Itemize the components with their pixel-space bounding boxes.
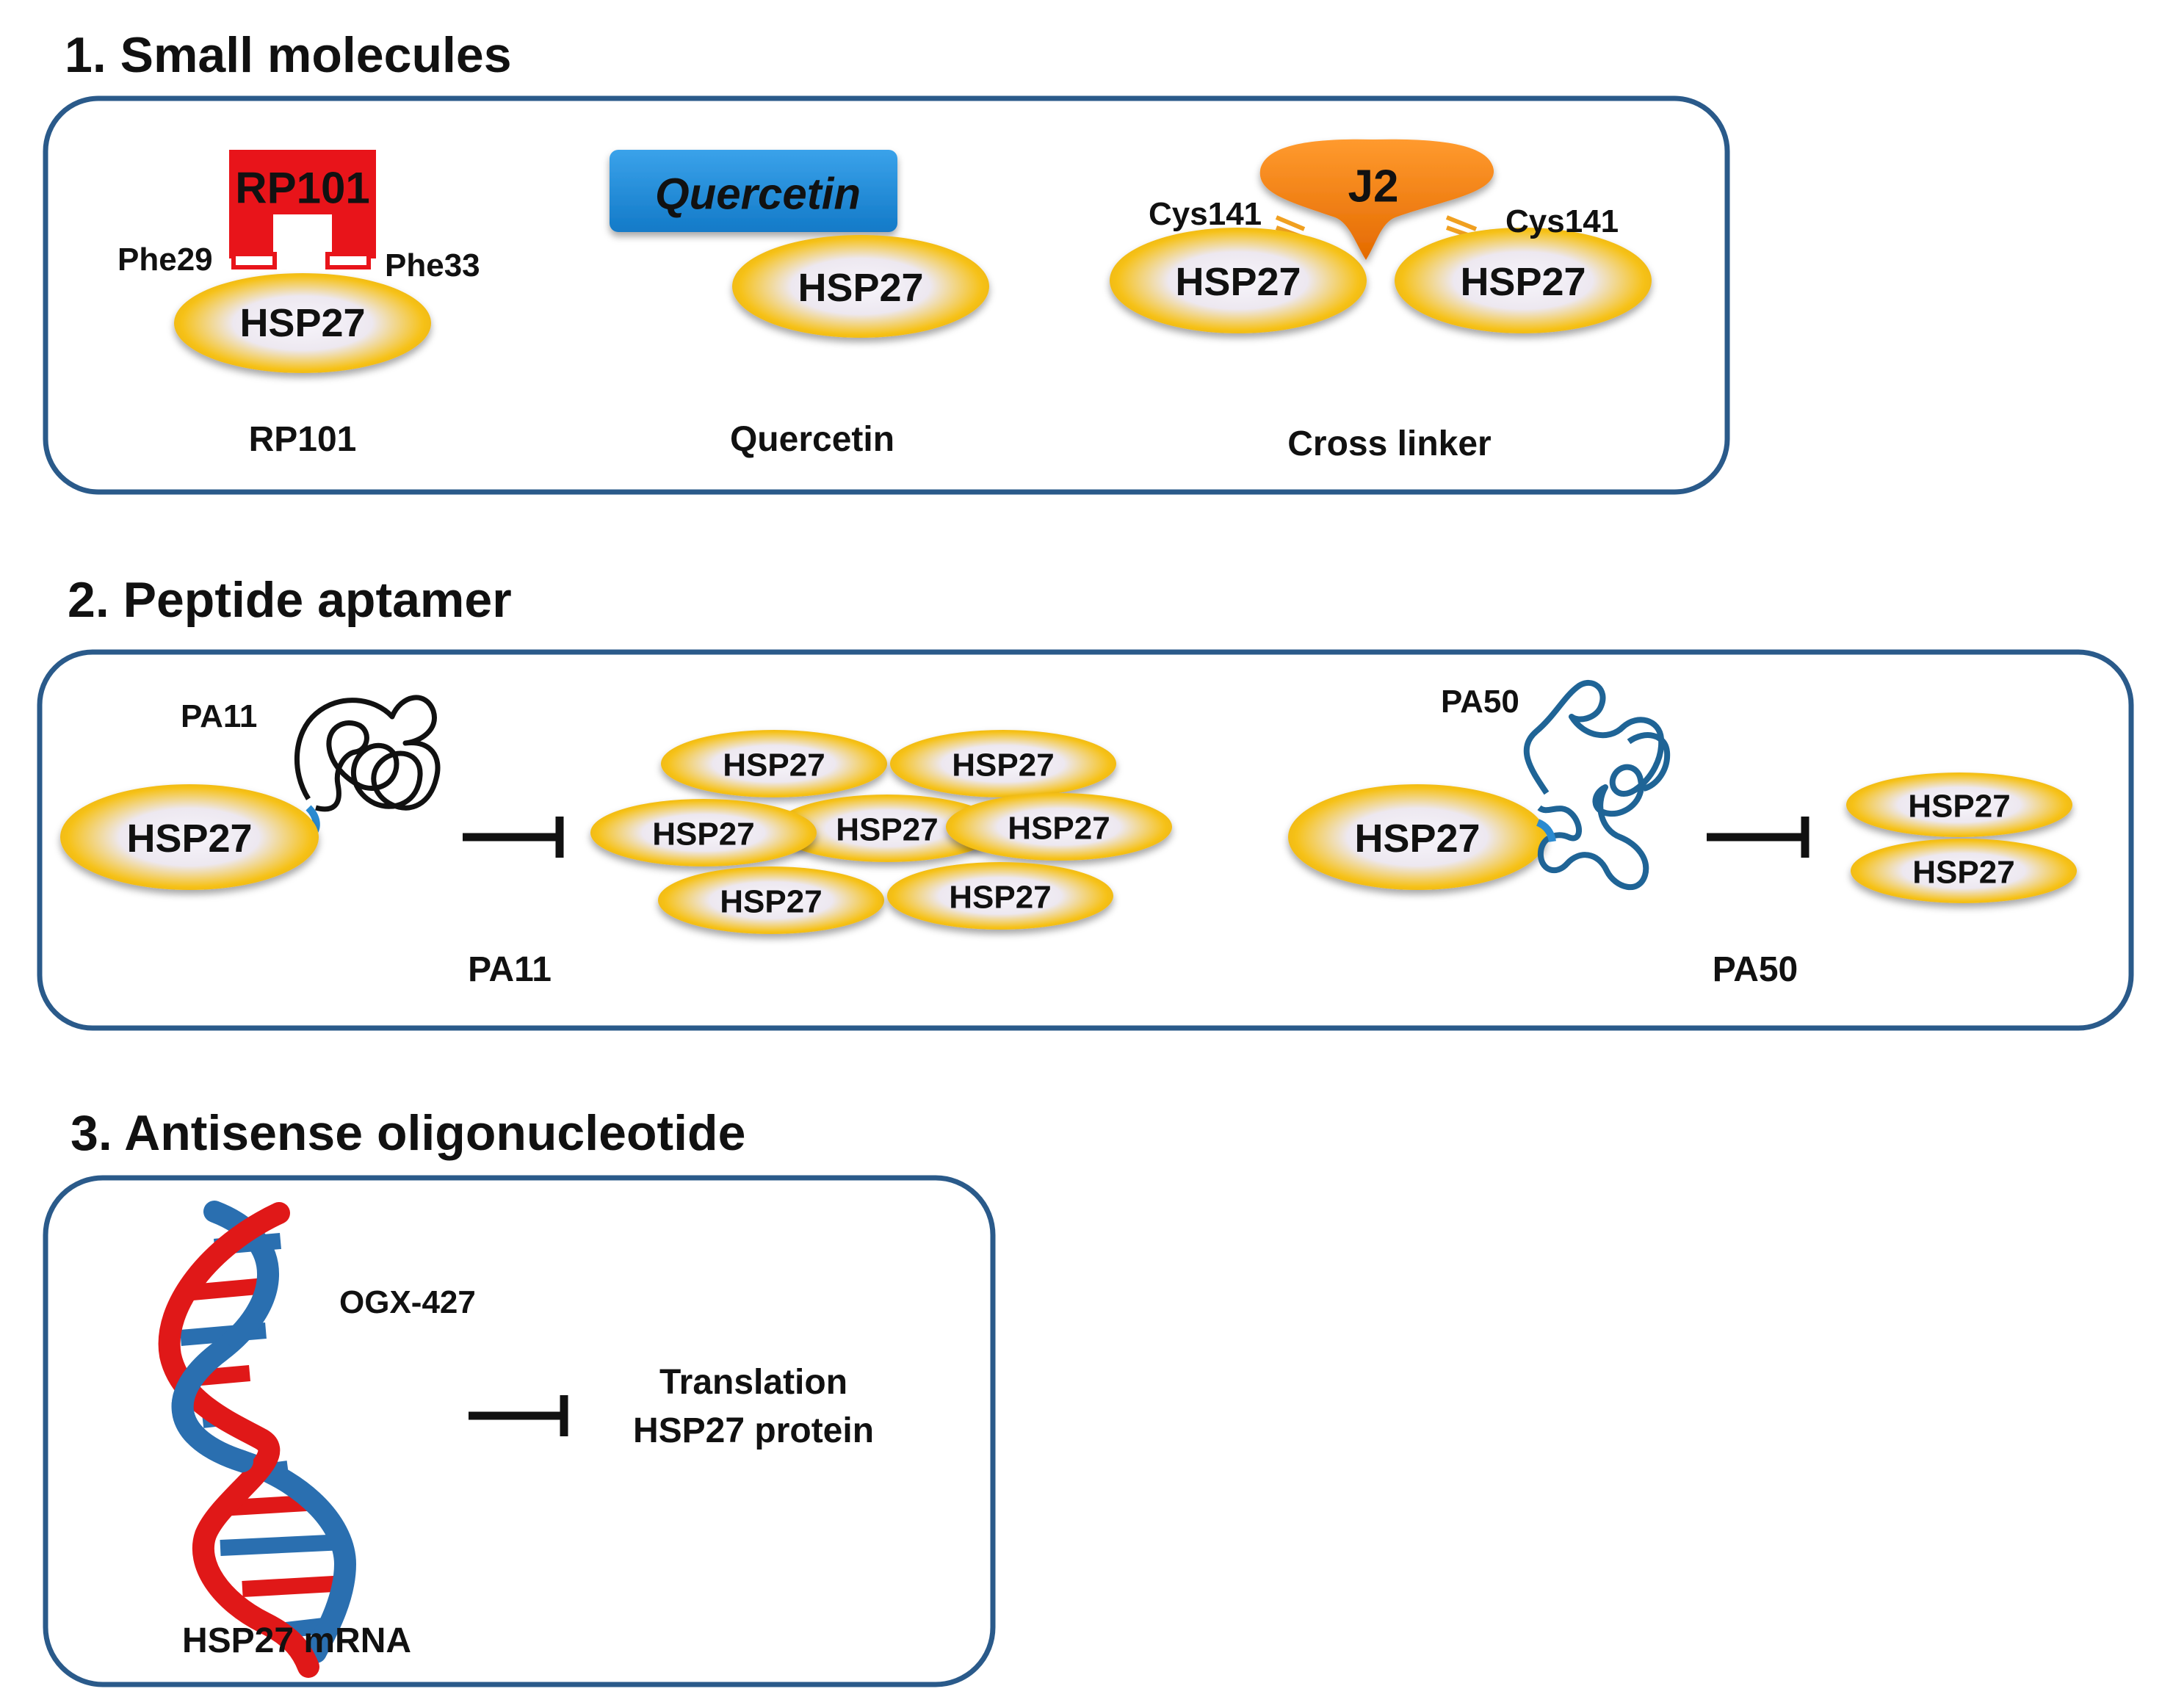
hsp27-ellipse: HSP27 [774,795,1000,862]
section-small-molecules: 1. Small molecules RP101 Phe29 Phe33 HSP… [43,27,1730,495]
hsp27-ellipse: HSP27 [1288,784,1547,890]
rp101-ligand-label: RP101 [235,164,369,213]
item-caption: PA50 [1713,950,1798,989]
pa50-item: PA50 HSP27 PA50 HSP27 [1288,679,2077,989]
site-label: Phe33 [385,247,480,283]
site-label: Cys141 [1505,203,1619,239]
hsp27-ellipse: HSP27 [661,730,887,797]
rp101-item: RP101 Phe29 Phe33 HSP27 RP101 [118,150,480,459]
inhibition-arrow [469,1395,568,1436]
item-caption: Cross linker [1287,424,1491,463]
aptamer-label: PA50 [1441,684,1519,720]
target-line-1: Translation [659,1363,847,1402]
hsp27-ellipse: HSP27 [946,793,1172,861]
hsp27-ellipse: HSP27 [1851,839,2077,903]
hsp27-ellipse: HSP27 [890,730,1116,797]
hsp27-ellipse: HSP27 [658,866,884,934]
svg-text:HSP27: HSP27 [1354,817,1480,861]
hsp27-ellipse: HSP27 [1846,772,2072,837]
section-heading: 3. Antisense oligonucleotide [70,1105,745,1161]
pa11-item: PA11 HSP27 PA11 HSP27 HSP27 [60,695,1172,989]
inhibition-arrow [1707,817,1810,858]
quercetin-ligand: Quercetin [610,150,897,232]
rp101-ligand: RP101 [229,150,376,269]
hsp27-dimer: HSP27 HSP27 [1846,772,2077,903]
drug-label: OGX-427 [339,1284,476,1320]
quercetin-ligand-label: Quercetin [655,170,861,219]
panel-border [43,1175,996,1687]
pa11-aptamer [294,695,441,837]
svg-text:HSP27: HSP27 [1908,789,2010,825]
svg-text:HSP27: HSP27 [836,812,938,848]
quercetin-item: Quercetin HSP27 Quercetin [610,150,989,459]
svg-text:HSP27: HSP27 [952,748,1054,784]
svg-text:HSP27: HSP27 [126,817,252,861]
hsp27-ellipse: HSP27 [732,235,989,338]
hsp27-ellipse: HSP27 [887,862,1113,930]
hsp27-ellipse: HSP27 [590,799,817,866]
svg-text:HSP27: HSP27 [1912,855,2014,891]
section-heading: 1. Small molecules [65,27,512,83]
panel-border [43,95,1730,495]
section-antisense: 3. Antisense oligonucleotide OGX-427 [43,1105,996,1687]
hsp27-ellipse: HSP27 [1395,228,1652,333]
dna-helix [158,1201,357,1678]
item-caption: Quercetin [730,420,894,459]
panel-border [37,649,2134,1031]
site-label: Phe29 [118,242,213,278]
section-peptide-aptamer: 2. Peptide aptamer PA11 HSP27 PA11 HSP2 [37,572,2134,1031]
hsp27-ellipse: HSP27 [60,784,319,890]
svg-text:HSP27: HSP27 [949,880,1051,916]
inhibition-arrow [463,817,564,858]
hsp27-ellipse: HSP27 [1110,228,1367,333]
j2-ligand: J2 [1259,139,1494,260]
crosslinker-item: HSP27 HSP27 J2 Cys141 Cys141 Cross linke… [1110,139,1652,463]
section-heading: 2. Peptide aptamer [68,572,512,628]
mrna-label: HSP27 mRNA [182,1621,411,1660]
svg-text:HSP27: HSP27 [720,884,822,920]
hsp27-oligomer: HSP27 HSP27 HSP27 HSP27 HSP27 [590,730,1172,934]
pa50-aptamer [1523,679,1671,891]
svg-text:HSP27: HSP27 [652,817,754,853]
svg-text:HSP27: HSP27 [1460,260,1586,304]
j2-ligand-label: J2 [1348,162,1399,212]
target-line-2: HSP27 protein [633,1411,874,1450]
site-label: Cys141 [1149,196,1262,232]
hsp27-ellipse: HSP27 [174,273,431,373]
svg-text:HSP27: HSP27 [1175,260,1301,304]
item-caption: PA11 [468,950,552,989]
svg-text:HSP27: HSP27 [723,748,825,784]
svg-text:HSP27: HSP27 [798,266,923,310]
svg-text:HSP27: HSP27 [239,301,365,345]
item-caption: RP101 [249,420,357,459]
aptamer-label: PA11 [181,698,257,734]
svg-text:HSP27: HSP27 [1008,811,1110,847]
